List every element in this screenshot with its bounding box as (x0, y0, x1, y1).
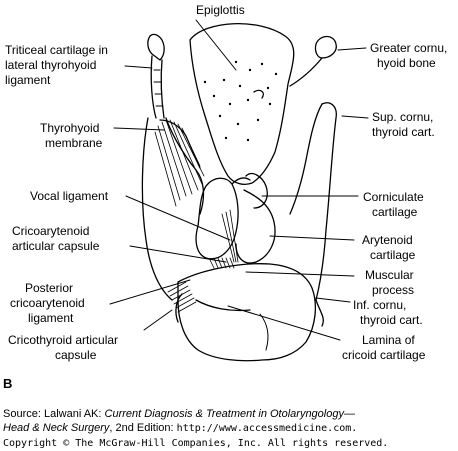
book-title-part1: Current Diagnosis & Treatment in Otolary… (104, 408, 355, 420)
label-thyrohyoid-line1: Thyrohyoid (40, 121, 100, 135)
label-vocal-ligament: Vocal ligament (30, 189, 109, 203)
label-cricothyroid-line2: capsule (55, 348, 97, 362)
label-inf-cornu-line2: thyroid cart. (360, 313, 423, 327)
label-epiglottis: Epiglottis (196, 3, 245, 17)
label-triticeal-line1: Triticeal cartilage in (5, 43, 108, 57)
label-posterior-line3: ligament (28, 311, 74, 325)
thyrohyoid-membrane (154, 119, 205, 207)
source-line2: Head & Neck Surgery, 2nd Edition: http:/… (3, 422, 357, 435)
source-line1: Source: Lalwani AK: Current Diagnosis & … (3, 408, 355, 421)
label-arytenoid-line2: cartilage (370, 248, 416, 262)
label-posterior-line2: cricoarytenoid (10, 296, 85, 310)
cricoarytenoid-capsule (209, 257, 235, 269)
epiglottis-shape (189, 23, 295, 185)
label-inf-cornu-line1: Inf. cornu, (353, 298, 407, 312)
label-sup-cornu-line1: Sup. cornu, (372, 110, 434, 124)
left-arytenoid (195, 177, 239, 260)
posterior-cricoarytenoid-ligament (167, 281, 197, 313)
right-inferior-cornu (315, 299, 324, 327)
book-title-part2: Head & Neck Surgery (3, 422, 110, 434)
label-triticeal-line2: lateral thyrohyoid (5, 58, 97, 72)
label-thyrohyoid-line2: membrane (45, 136, 103, 150)
right-superior-cornu (315, 102, 337, 301)
larynx-drawing (109, 19, 369, 362)
label-sup-cornu-line2: thyroid cart. (372, 125, 435, 139)
right-arytenoid (235, 189, 276, 264)
label-muscular-line2: process (372, 283, 415, 297)
label-cricothyroid-line1: Cricothyroid articular (8, 333, 119, 347)
label-lamina-line1: Lamina of (362, 333, 415, 347)
source-url: http://www.accessmedicine.com. (176, 423, 358, 434)
copyright-line: Copyright © The McGraw-Hill Companies, I… (3, 438, 389, 449)
cricoid-lamina (177, 263, 317, 362)
label-triticeal-line3: ligament (5, 73, 51, 87)
label-greater-cornu-line2: hyoid bone (377, 56, 436, 70)
vocal-ligament (221, 209, 239, 263)
label-greater-cornu-line1: Greater cornu, (370, 41, 448, 55)
label-muscular-line1: Muscular (365, 268, 414, 282)
label-lamina-line2: cricoid cartilage (342, 348, 426, 362)
label-cricoarytenoid-line2: articular capsule (12, 239, 100, 253)
triticeal-cartilage (150, 55, 165, 119)
larynx-diagram: Epiglottis Triticeal cartilage in latera… (5, 3, 448, 362)
label-arytenoid-line1: Arytenoid (362, 233, 413, 247)
leader-lines (109, 19, 369, 341)
label-posterior-line1: Posterior (25, 281, 74, 295)
source-prefix: Source: Lalwani AK: (3, 408, 105, 420)
label-corniculate-line2: cartilage (372, 205, 418, 219)
left-thyroid-lamina (141, 117, 205, 301)
source-edition: , 2nd Edition: (109, 422, 177, 434)
right-greater-cornu (314, 35, 337, 59)
right-corniculate (245, 172, 268, 209)
panel-letter: B (3, 376, 13, 391)
label-corniculate-line1: Corniculate (363, 190, 424, 204)
left-greater-cornu (147, 33, 165, 61)
epiglottis-pits (203, 60, 278, 142)
label-cricoarytenoid-line1: Cricoarytenoid (12, 224, 90, 238)
